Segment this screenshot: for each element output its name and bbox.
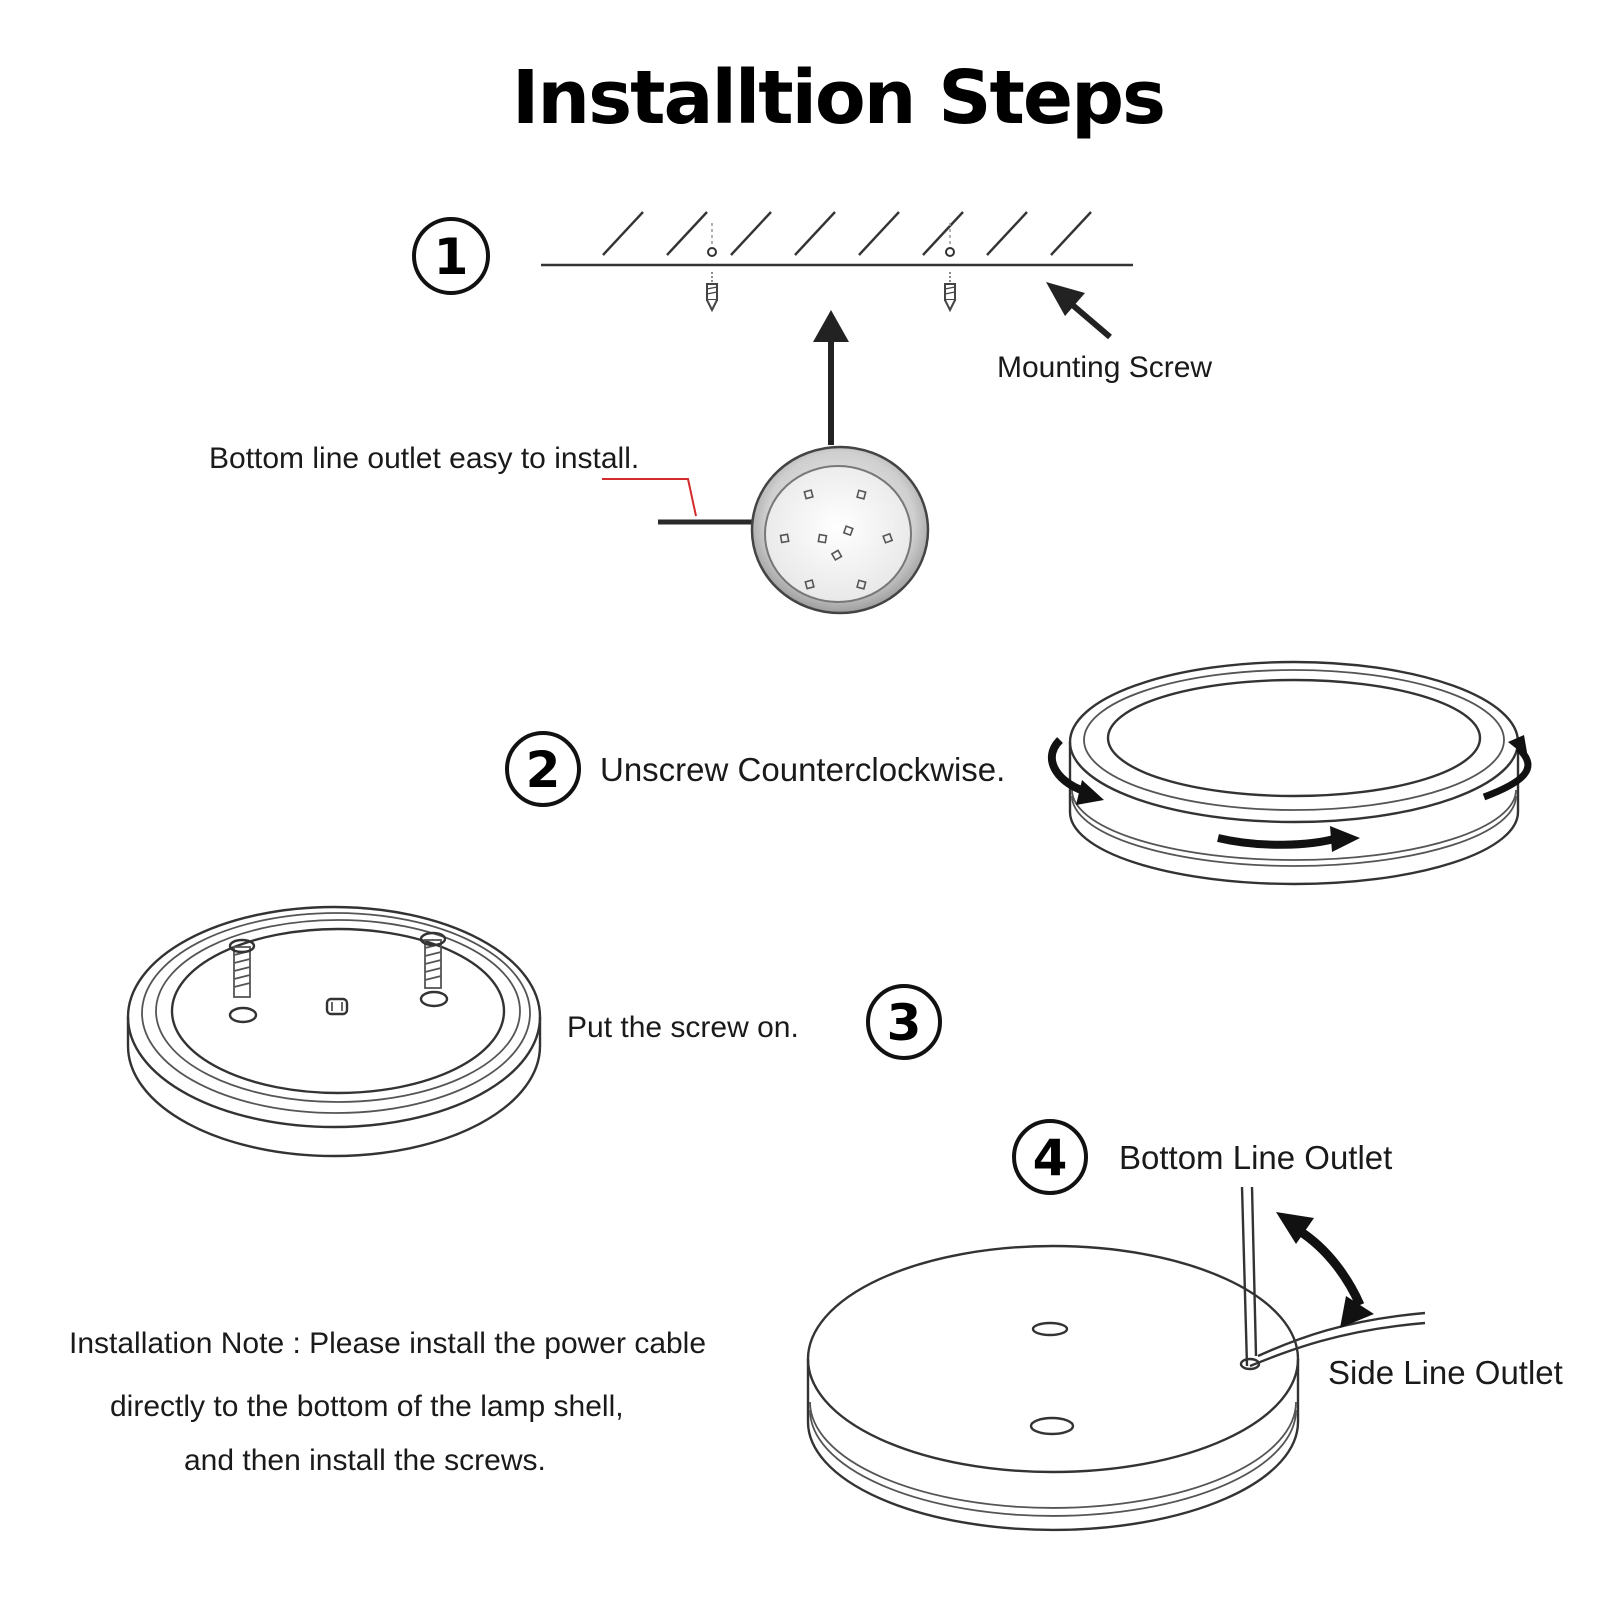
lamp-base-outlets	[806, 1244, 1300, 1532]
mounting-screw-arrow-icon	[1046, 282, 1112, 340]
cable-grommet	[325, 997, 349, 1016]
note-line-1: Installation Note : Please install the p…	[69, 1327, 706, 1360]
bottom-line-cable	[1240, 1186, 1258, 1367]
cable-red-wire	[602, 478, 697, 517]
lamp-body-unscrew	[1068, 660, 1520, 886]
step-4: 4 Bottom Line Outlet Side Line Outlet	[806, 1119, 1563, 1532]
screw-hole-left	[707, 247, 717, 257]
step-3-badge	[866, 984, 942, 1060]
up-arrow-icon	[813, 310, 849, 445]
puck-light	[602, 445, 930, 615]
led-chips	[779, 489, 894, 590]
lamp-base-with-screws	[126, 905, 542, 1158]
rotate-arrow-icon	[1047, 735, 1532, 852]
step-3-text: Put the screw on.	[567, 1011, 799, 1044]
screw-left	[228, 938, 258, 1024]
step-3: Put the screw on. 3	[126, 905, 942, 1158]
bottom-line-outlet-label: Bottom Line Outlet	[1119, 1139, 1392, 1176]
bottom-outlet-easy-label: Bottom line outlet easy to install.	[209, 442, 639, 475]
step-2: 2 Unscrew Counterclockwise.	[505, 660, 1532, 886]
mounting-screw-left	[706, 272, 718, 313]
step-4-badge	[1012, 1119, 1088, 1195]
installation-note: Installation Note : Please install the p…	[69, 1327, 706, 1477]
note-line-3: and then install the screws.	[184, 1444, 546, 1477]
screw-right	[419, 931, 449, 1008]
note-line-2: directly to the bottom of the lamp shell…	[110, 1390, 624, 1423]
lamp-face	[764, 465, 912, 603]
side-line-outlet-label: Side Line Outlet	[1328, 1354, 1563, 1391]
mounting-screw-label: Mounting Screw	[997, 351, 1212, 384]
step-2-text: Unscrew Counterclockwise.	[600, 751, 1005, 788]
side-line-cable	[1239, 1311, 1426, 1371]
swap-arrow-icon	[1276, 1212, 1374, 1328]
mounting-screw-right	[944, 272, 956, 313]
step-1: 1	[209, 211, 1212, 615]
step-1-number: 1	[434, 228, 469, 286]
step-3-number: 3	[887, 994, 922, 1052]
step-1-badge	[412, 217, 490, 295]
step-4-number: 4	[1033, 1129, 1068, 1187]
ceiling-surface	[541, 211, 1133, 267]
screw-hole-right	[945, 247, 955, 257]
step-2-badge	[505, 731, 581, 807]
step-2-number: 2	[526, 741, 561, 799]
page-title: Installtion Steps	[512, 55, 1164, 141]
